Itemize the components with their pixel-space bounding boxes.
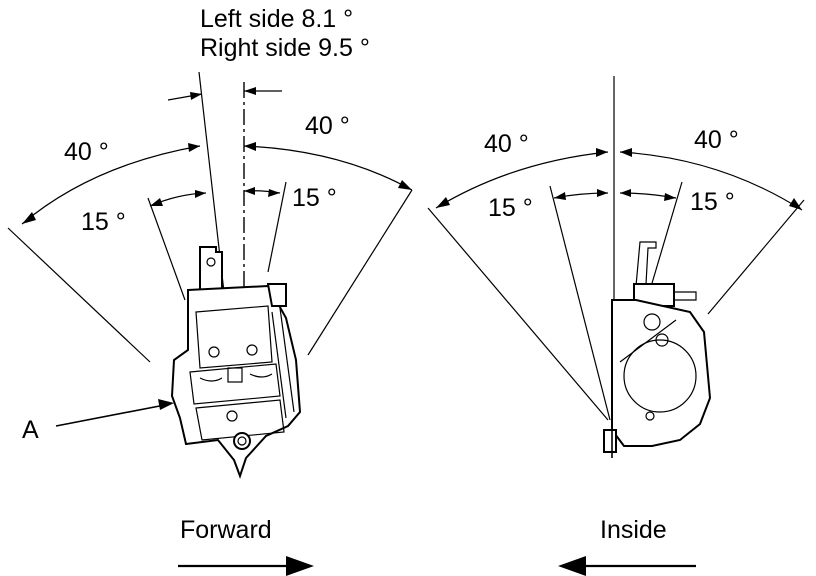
motor-top-tab-hole [206, 257, 216, 267]
right-15deg-boundary-right [649, 181, 683, 291]
mirror-motor-side-view [603, 241, 712, 458]
forward-direction-label: Forward [180, 516, 272, 544]
right-view: 40 ° 40 ° 15 ° 15 ° Inside [427, 76, 805, 576]
motor-side-rail-2 [271, 311, 287, 419]
motor-upper-hole-right [246, 344, 258, 356]
right-40deg-arc-right-arrowhead-inner [620, 148, 632, 157]
motor-mounting-hole-inner [237, 436, 247, 446]
inside-direction-label: Inside [600, 516, 667, 544]
motor-gear-curve-left [199, 377, 223, 382]
motor-side-connector [266, 283, 287, 307]
left-40deg-arc-right-arrowhead-outer [398, 180, 412, 190]
callout-a-leader-line [55, 403, 171, 427]
inside-arrowhead [558, 556, 586, 576]
right-40deg-arc-right-arrowhead-outer [789, 198, 802, 210]
motor-mounting-hole [233, 432, 251, 450]
right-40deg-arc-left-arrowhead-inner [596, 148, 608, 157]
left-15deg-arc-right-arrowhead-inner [244, 187, 255, 195]
left-view-outer-right-angle: 40 ° [305, 112, 350, 140]
left-view-outer-left-angle: 40 ° [64, 138, 109, 166]
right-40deg-arc-right [619, 151, 803, 211]
motor-upper-hole-left [208, 346, 220, 358]
right-15deg-arc-right-arrowhead-outer [664, 193, 676, 201]
left-15deg-boundary-right [267, 181, 287, 273]
right-15deg-arc-left-arrowhead-inner [597, 189, 608, 197]
callout-a-label: A [22, 416, 39, 444]
motor-gear-center-block [227, 367, 243, 383]
right-view-outer-left-angle: 40 ° [484, 130, 529, 158]
mirror-motor-front-view [170, 246, 302, 479]
left-view: Left side 8.1 ° Right side 9.5 ° 40 ° 40… [7, 5, 413, 576]
side-motor-small-hole-upper [643, 313, 661, 331]
offset-angle-right-side-label: Right side 9.5 ° [200, 34, 370, 62]
side-motor-mount-tab [603, 429, 617, 453]
right-view-outer-right-angle: 40 ° [694, 126, 739, 154]
motor-side-rail-1 [279, 307, 295, 413]
left-40deg-boundary-right [307, 189, 413, 356]
motor-lower-plate [195, 399, 285, 441]
forward-arrowhead [286, 556, 314, 576]
side-motor-top-bracket [635, 241, 657, 287]
left-40deg-arc-left [21, 145, 201, 225]
left-15deg-arc-left-arrowhead-inner [195, 190, 206, 198]
motor-upper-plate [195, 305, 273, 369]
left-40deg-arc-right [243, 145, 413, 191]
right-view-inner-left-angle: 15 ° [488, 194, 533, 222]
offset-angle-arrowhead-right [244, 87, 256, 95]
left-40deg-arc-left-arrowhead-outer [22, 212, 36, 224]
left-15deg-arc-right-arrowhead-outer [268, 189, 280, 197]
left-40deg-arc-left-arrowhead-inner [188, 143, 200, 152]
right-40deg-boundary-right [707, 199, 805, 315]
right-view-inner-right-angle: 15 ° [690, 188, 735, 216]
motor-gear-curve-right [249, 373, 273, 378]
right-15deg-arc-right-arrowhead-inner [620, 189, 631, 197]
side-motor-small-hole-bottom [645, 411, 655, 421]
right-40deg-arc-left-arrowhead-outer [436, 197, 450, 208]
left-40deg-arc-right-arrowhead-inner [244, 142, 256, 151]
callout-a-arrowhead [158, 399, 174, 410]
side-motor-small-hole-lower [655, 333, 669, 347]
left-15deg-arc-left-arrowhead-outer [150, 198, 163, 206]
offset-angle-left-side-label: Left side 8.1 ° [200, 5, 353, 33]
motor-housing [170, 284, 302, 479]
left-view-inner-right-angle: 15 ° [292, 184, 337, 212]
motor-gear-section [189, 363, 281, 405]
right-15deg-boundary-left [549, 185, 611, 421]
side-motor-housing [611, 299, 712, 447]
right-40deg-arc-left [435, 151, 609, 209]
left-15deg-boundary-left [147, 197, 186, 301]
side-motor-diagonal-rib [619, 319, 677, 363]
offset-angle-arrowhead-left [190, 92, 202, 100]
side-motor-connector-tab [674, 291, 697, 301]
side-motor-gear [623, 339, 697, 413]
motor-lower-hole [226, 410, 238, 422]
left-40deg-boundary-left [7, 227, 151, 363]
left-view-inner-left-angle: 15 ° [81, 208, 126, 236]
right-15deg-arc-left-arrowhead-outer [554, 192, 566, 200]
right-40deg-boundary-left [427, 207, 609, 421]
